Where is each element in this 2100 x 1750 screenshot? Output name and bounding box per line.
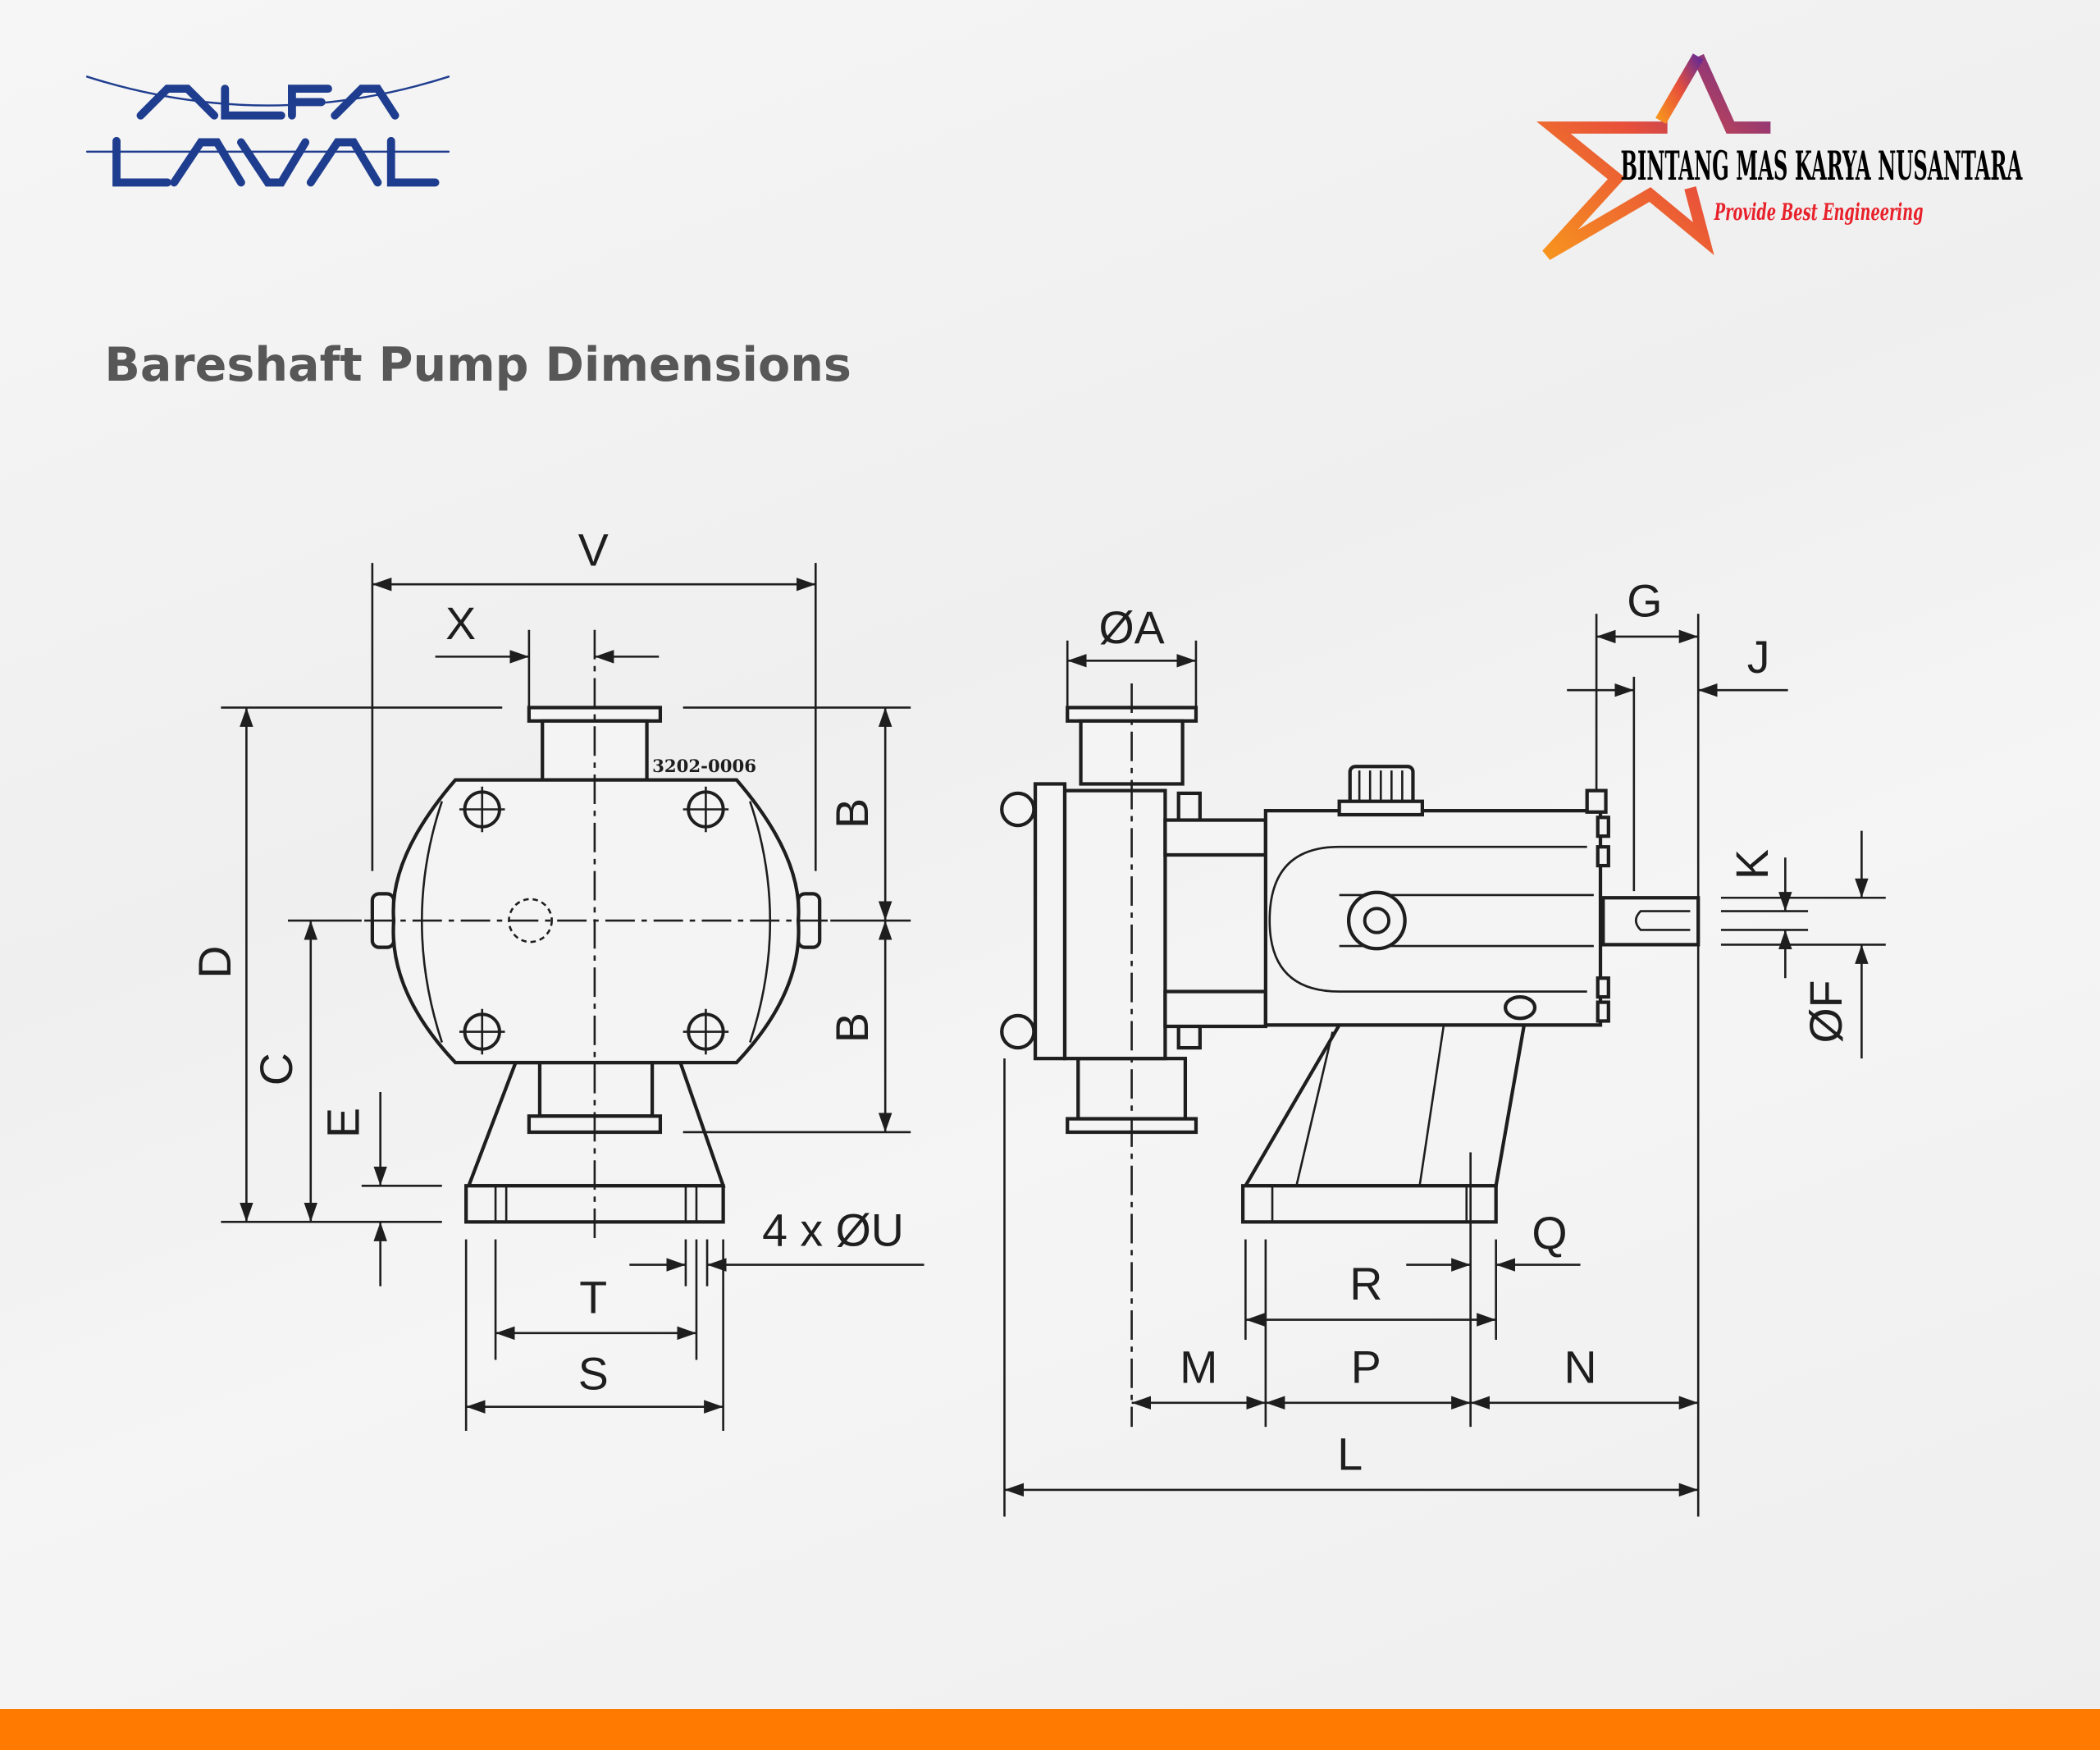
bintang-mas-logo: BINTANG MAS KARYA NUSANTARA Provide Best…: [1536, 53, 2023, 260]
alfa-laval-logo: [85, 75, 450, 187]
dimension-label: ØF: [1801, 980, 1851, 1043]
dimension-label: G: [1627, 575, 1662, 626]
side-view: ØA G J K ØF R Q M P N L: [1000, 575, 1886, 1517]
dimension-label: N: [1564, 1341, 1596, 1392]
part-code: 3202-0006: [652, 756, 756, 777]
dimension-label: C: [251, 1053, 302, 1085]
dimension-label: ØA: [1098, 602, 1164, 653]
dimension-label: K: [1727, 849, 1778, 880]
footer-bar: [0, 1709, 2100, 1750]
dimension-label: T: [579, 1272, 607, 1323]
company-tagline: Provide Best Engineering: [1714, 199, 1923, 226]
dimension-label: Q: [1532, 1208, 1567, 1259]
dimension-label: B: [827, 798, 878, 829]
dimension-label: B: [827, 1012, 878, 1043]
dimension-label: L: [1337, 1428, 1363, 1479]
dimension-label: V: [578, 524, 609, 575]
company-name: BINTANG MAS KARYA NUSANTARA: [1621, 142, 2023, 190]
dimension-label: X: [445, 598, 476, 649]
dimension-label: R: [1349, 1259, 1382, 1309]
dimension-label: 4 x ØU: [762, 1205, 904, 1256]
page-title: Bareshaft Pump Dimensions: [104, 338, 851, 392]
dimension-label: P: [1351, 1341, 1381, 1392]
front-view: 3202-0006 V X D C: [189, 524, 924, 1432]
dimension-label: S: [578, 1348, 609, 1399]
dimension-label: E: [318, 1108, 369, 1138]
dimension-label: D: [189, 946, 240, 979]
dimension-label: M: [1180, 1341, 1217, 1392]
dimension-label: J: [1747, 632, 1770, 683]
